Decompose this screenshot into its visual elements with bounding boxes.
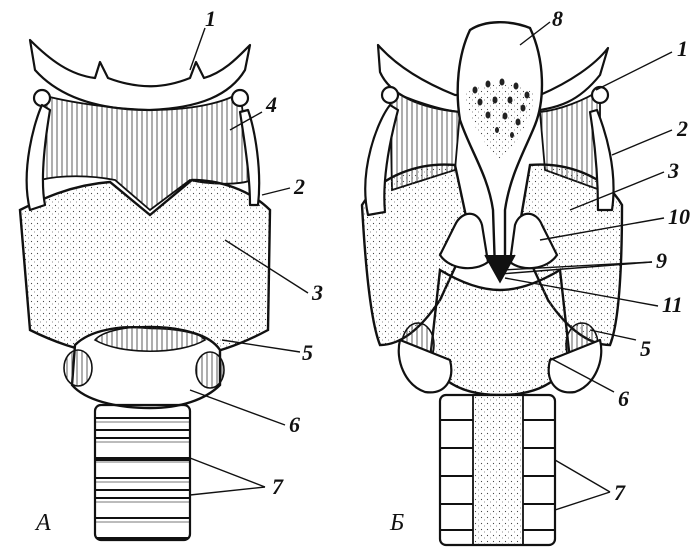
panel-a-anterior-view: 1 4 2 3 5 6 7 А xyxy=(20,6,323,540)
label-a-3: 3 xyxy=(311,280,323,305)
label-b-5: 5 xyxy=(640,336,651,361)
label-b-6: 6 xyxy=(618,386,629,411)
panel-b-posterior-view: 8 1 2 3 10 9 11 5 6 7 Б xyxy=(362,6,690,545)
trachea-a xyxy=(95,405,190,540)
panel-b-caption: Б xyxy=(389,510,404,536)
label-b-11: 11 xyxy=(662,292,683,317)
label-b-2: 2 xyxy=(676,116,688,141)
panel-a-caption: А xyxy=(34,510,51,536)
label-a-5: 5 xyxy=(302,340,313,365)
label-a-2: 2 xyxy=(293,174,305,199)
label-b-7: 7 xyxy=(614,480,626,505)
label-a-1: 1 xyxy=(205,6,216,31)
label-a-4: 4 xyxy=(265,92,277,117)
label-a-7: 7 xyxy=(272,474,284,499)
label-b-8: 8 xyxy=(552,6,563,31)
label-a-6: 6 xyxy=(289,412,300,437)
label-b-10: 10 xyxy=(668,204,690,229)
label-b-3: 3 xyxy=(667,158,679,183)
label-b-9: 9 xyxy=(656,248,667,273)
label-b-1: 1 xyxy=(677,36,688,61)
